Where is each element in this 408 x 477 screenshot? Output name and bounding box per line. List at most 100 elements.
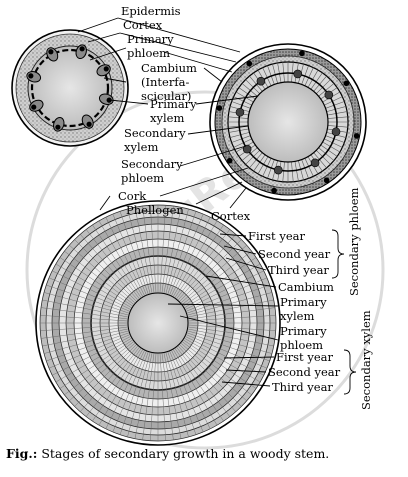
medullary-ray xyxy=(85,346,140,417)
xylem-ray xyxy=(262,158,272,177)
medullary-ray xyxy=(176,346,231,417)
medullary-ray xyxy=(187,315,276,322)
medullary-ray xyxy=(167,211,197,295)
medullary-ray xyxy=(179,344,242,407)
medullary-ray xyxy=(182,339,257,389)
label-secondary-phloem-2: phloem xyxy=(121,171,164,185)
label-secondary-xylem-1: Secondary xyxy=(124,126,186,140)
primary-xylem-patch xyxy=(331,127,341,137)
xylem-ray xyxy=(318,147,335,161)
medullary-ray xyxy=(176,229,231,300)
medullary-ray xyxy=(180,342,247,401)
xylem-ray xyxy=(267,159,275,179)
medullary-ray xyxy=(186,292,273,316)
medullary-ray xyxy=(169,213,204,296)
medullary-ray xyxy=(85,229,140,300)
medullary-ray xyxy=(112,213,147,296)
medullary-ray xyxy=(179,239,242,302)
medullary-ray xyxy=(185,334,268,369)
label-primary-phloem-1: Primary xyxy=(127,32,174,46)
label-secondary-xylem-2: xylem xyxy=(124,140,158,154)
medullary-ray xyxy=(165,208,189,295)
xylem-ray xyxy=(228,116,249,119)
stage-secondary-young xyxy=(209,43,367,201)
watermark-circle xyxy=(25,90,385,450)
medullary-ray xyxy=(187,307,276,320)
primary-xylem-patch xyxy=(242,144,252,154)
xylem-ray xyxy=(327,111,348,116)
medullary-ray xyxy=(127,208,151,295)
medullary-ray xyxy=(182,257,257,307)
label-cambium-3: scicular) xyxy=(141,89,191,103)
medullary-ray xyxy=(172,348,218,426)
label-first-year-xylem: First year xyxy=(276,350,333,364)
label-primary-xylem-b1: Primary xyxy=(280,295,327,309)
medullary-ray xyxy=(171,349,211,429)
xylem-ray xyxy=(262,67,272,86)
medullary-ray xyxy=(40,324,129,331)
medullary-ray xyxy=(127,351,151,438)
xylem-ray xyxy=(282,161,285,182)
medullary-ray xyxy=(92,224,142,299)
phloem-dot xyxy=(246,60,253,67)
medullary-ray xyxy=(174,224,224,299)
medullary-ray xyxy=(163,207,182,294)
xylem-ray xyxy=(316,79,331,94)
medullary-ray xyxy=(134,207,153,294)
bundle-phloem-dot xyxy=(48,49,54,55)
medullary-ray xyxy=(105,349,145,429)
medullary-ray xyxy=(180,245,247,304)
medullary-ray xyxy=(150,205,157,294)
medullary-ray xyxy=(74,239,137,302)
label-third-year-phloem: Third year xyxy=(268,263,329,277)
medullary-ray xyxy=(80,234,139,301)
phloem-dot xyxy=(226,157,233,164)
medullary-ray xyxy=(142,205,155,294)
medullary-ray xyxy=(52,270,132,310)
bundle-phloem-dot xyxy=(103,66,109,72)
primary-xylem-patch xyxy=(256,76,266,86)
medullary-ray xyxy=(169,350,204,433)
label-cambium: Cambium xyxy=(278,280,334,294)
xylem-ray xyxy=(304,158,314,177)
phloem-dot xyxy=(271,187,277,194)
medullary-ray xyxy=(80,345,139,412)
label-cambium-1: Cambium xyxy=(141,61,197,75)
caption-text: Stages of secondary growth in a woody st… xyxy=(37,446,330,461)
label-secondary-xylem-brace: Secondary xylem xyxy=(359,310,373,410)
medullary-ray xyxy=(161,352,174,441)
label-third-year-xylem: Third year xyxy=(272,380,333,394)
bundle-phloem-dot xyxy=(31,104,37,110)
xylem-ray xyxy=(241,147,258,161)
medullary-ray xyxy=(92,347,142,422)
medullary-ray xyxy=(165,351,189,438)
medullary-ray xyxy=(184,336,264,376)
label-primary-phloem-b1: Primary xyxy=(280,324,327,338)
label-primary-phloem-b2: phloem xyxy=(280,338,323,352)
xylem-ray xyxy=(249,152,263,169)
medullary-ray xyxy=(119,211,149,295)
xylem-ray xyxy=(307,69,319,88)
xylem-ray xyxy=(310,72,323,90)
xylem-ray xyxy=(229,132,250,138)
label-first-year-phloem: First year xyxy=(248,229,305,243)
medullary-ray xyxy=(134,352,153,439)
medullary-ray xyxy=(184,270,264,310)
medullary-ray xyxy=(40,315,129,322)
caption-prefix: Fig.: xyxy=(6,446,38,461)
medullary-ray xyxy=(150,352,157,441)
medullary-ray xyxy=(186,330,273,354)
medullary-ray xyxy=(161,205,174,294)
medullary-ray xyxy=(167,351,197,435)
primary-xylem-patch xyxy=(310,158,320,168)
label-cortex: Cortex xyxy=(123,18,163,32)
medullary-ray xyxy=(74,344,137,407)
medullary-ray xyxy=(171,217,211,297)
medullary-ray xyxy=(55,337,133,383)
xylem-ray xyxy=(277,62,282,83)
stage-primary-stem xyxy=(11,29,129,147)
phloem-dot xyxy=(343,80,350,87)
xylem-ray xyxy=(291,161,294,182)
phloem-dot xyxy=(353,133,360,139)
medullary-ray xyxy=(98,220,144,298)
